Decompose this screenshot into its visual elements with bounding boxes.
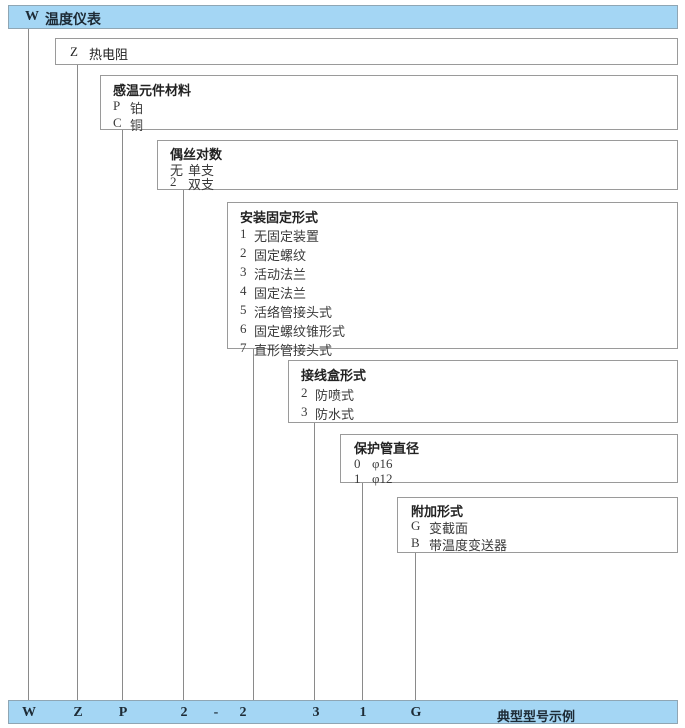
model-code-cell-6: 3 (312, 705, 320, 720)
additional-type-row-0-label: 变截面 (429, 521, 469, 536)
sensing-element-material-row-0-code: P (113, 98, 121, 113)
junction-box-type-title: 接线盒形式 (301, 368, 367, 383)
model-code-cell-2: P (118, 705, 128, 720)
mounting-fixing-type-row-1-label: 固定螺纹 (254, 248, 307, 263)
box-sensing-element-material (100, 75, 678, 130)
sensing-element-material-title: 感温元件材料 (113, 83, 192, 98)
mounting-fixing-type-row-4-code: 5 (240, 302, 247, 317)
mounting-fixing-type-row-3-label: 固定法兰 (254, 286, 307, 301)
mounting-fixing-type-row-6-code: 7 (240, 340, 247, 355)
model-code-bar (8, 700, 678, 724)
box-wire-pair-count (157, 140, 678, 190)
protection-tube-diameter-row-1-code: 1 (354, 471, 361, 486)
model-code-cell-7: 1 (359, 705, 367, 720)
sensing-element-material-row-1-code: C (113, 115, 122, 130)
header-code: W (25, 9, 39, 24)
model-code-cell-4: - (213, 705, 219, 720)
box-thermal-resistance (55, 38, 678, 65)
model-code-note: 典型型号示例 (497, 709, 576, 724)
mounting-fixing-type-title: 安装固定形式 (240, 210, 319, 225)
mounting-fixing-type-row-0-code: 1 (240, 226, 247, 241)
mounting-fixing-type-row-2-label: 活动法兰 (254, 267, 307, 282)
wire-pair-count-row-1-code: 2 (170, 174, 177, 189)
model-code-cell-1: Z (73, 705, 83, 720)
leader-line-2 (77, 65, 78, 700)
header-bar (8, 5, 678, 29)
junction-box-type-row-0-code: 2 (301, 385, 308, 400)
box-mounting-fixing-type (227, 202, 678, 349)
junction-box-type-row-1-label: 防水式 (315, 407, 355, 422)
model-code-cell-5: 2 (239, 705, 247, 720)
model-code-cell-3: 2 (180, 705, 188, 720)
box-protection-tube-diameter (340, 434, 678, 483)
leader-line-7 (362, 483, 363, 700)
wire-pair-count-row-0-code: 无 (170, 163, 184, 178)
model-code-cell-8: G (410, 705, 422, 720)
leader-line-8 (415, 553, 416, 700)
wire-pair-count-row-0-label: 单支 (188, 163, 215, 178)
protection-tube-diameter-row-0-code: 0 (354, 456, 361, 471)
additional-type-row-1-code: B (411, 535, 420, 550)
mounting-fixing-type-row-1-code: 2 (240, 245, 247, 260)
sensing-element-material-row-0-label: 铂 (130, 101, 144, 116)
additional-type-row-1-label: 带温度变送器 (429, 538, 508, 553)
box-additional-type (397, 497, 678, 553)
additional-type-row-0-code: G (411, 518, 421, 533)
sensing-element-material-row-1-label: 铜 (130, 118, 144, 133)
protection-tube-diameter-title: 保护管直径 (354, 441, 420, 456)
mounting-fixing-type-row-0-label: 无固定装置 (254, 229, 320, 244)
mounting-fixing-type-row-5-code: 6 (240, 321, 247, 336)
leader-line-6 (314, 423, 315, 700)
thermal-resistance-label: 热电阻 (89, 47, 129, 62)
mounting-fixing-type-row-2-code: 3 (240, 264, 247, 279)
wire-pair-count-title: 偶丝对数 (170, 147, 223, 162)
mounting-fixing-type-row-5-label: 固定螺纹锥形式 (254, 324, 346, 339)
model-code-cell-0: W (22, 705, 36, 720)
protection-tube-diameter-row-1-label: φ12 (372, 471, 393, 486)
leader-line-3 (122, 130, 123, 700)
header-title: 温度仪表 (45, 13, 101, 28)
mounting-fixing-type-row-6-label: 直形管接头式 (254, 343, 333, 358)
additional-type-title: 附加形式 (411, 504, 464, 519)
junction-box-type-row-0-label: 防喷式 (315, 388, 355, 403)
mounting-fixing-type-row-4-label: 活络管接头式 (254, 305, 333, 320)
thermal-resistance-code: Z (70, 44, 78, 59)
box-junction-box-type (288, 360, 678, 423)
leader-line-1 (28, 28, 29, 700)
leader-line-5 (253, 349, 254, 700)
junction-box-type-row-1-code: 3 (301, 404, 308, 419)
mounting-fixing-type-row-3-code: 4 (240, 283, 247, 298)
leader-line-4 (183, 190, 184, 700)
protection-tube-diameter-row-0-label: φ16 (372, 456, 393, 471)
wire-pair-count-row-1-label: 双支 (188, 177, 215, 192)
